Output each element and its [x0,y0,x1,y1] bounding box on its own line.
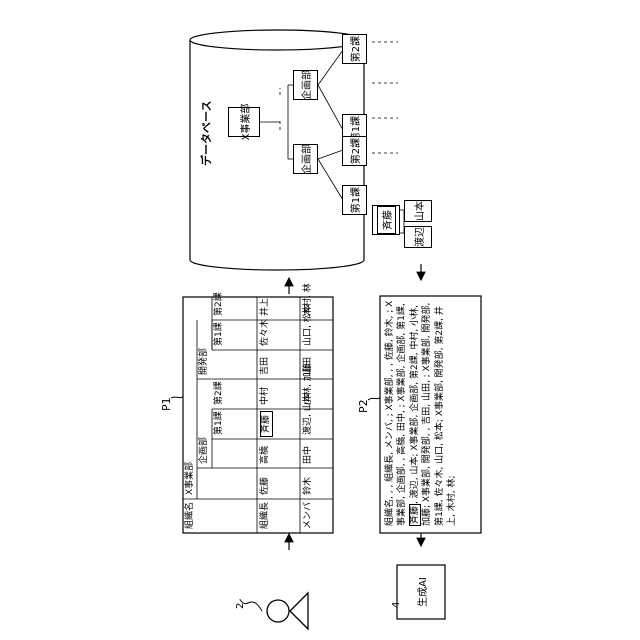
generative-ai-label: 生成AI [414,577,429,607]
table-row-name: 企画部 [200,437,209,464]
table-row-members: 木村, 林 [304,283,313,316]
table-row-name: 第1課 [215,411,224,435]
table-row-head: 吉田 [261,357,270,375]
db-node-root: X事業部 [228,107,260,137]
database-label: データベース [198,101,214,166]
db-node-head-group: 斉藤 [372,205,400,235]
table-row-head: 佐藤 [261,477,270,495]
db-node-member: 山本 [404,200,432,222]
db-node-section: 第2課 [342,34,367,64]
table-row-members: 田中 [304,446,313,464]
table-row-head: 佐々木 [261,319,270,346]
db-node-dept: 企画部 [293,70,318,100]
table-header-name: 組織名 [186,502,195,529]
p2-highlight: 斉藤 [409,504,421,526]
db-node-section: 第2課 [342,136,367,166]
table-row-name: 開発部 [200,348,209,375]
db-node-dept: 企画部 [293,144,318,174]
db-node-section: 第1課 [342,185,367,215]
table-header-head: 組織長 [261,502,270,529]
user-ref-label: 2 [236,603,246,609]
table-header-members: メンバ [304,502,313,529]
table-row-name: X事業部 [186,462,195,495]
table-row-members: 鈴木 [304,477,313,495]
user-body-icon [290,593,308,629]
table-row-members: 山田 [304,357,313,375]
user-head-icon [267,600,289,622]
p1-label: P1 [161,397,172,411]
p2-prompt-text: 組織名, , , 組織長, メンバ, ; X事業部, , , 佐藤, 鈴木, ;… [384,300,458,526]
database-cylinder [190,30,364,270]
table-row-head: 井上 [261,298,270,316]
generative-ai-box: 生成AI [397,565,445,619]
table-row-name: 第2課 [215,381,224,405]
table-row-head: 高橋 [261,446,270,464]
table-row-head-highlight: 斉藤 [260,411,273,437]
p2-prompt-box: 組織名, , , 組織長, メンバ, ; X事業部, , , 佐藤, 鈴木, ;… [380,296,481,533]
db-node-head: 斉藤 [377,206,396,234]
p2-label: P2 [358,399,369,413]
table-row-name: 第2課 [215,292,224,316]
db-node-member: 渡辺 [404,226,432,248]
table-row-head: 中村 [261,387,270,405]
table-row-name: 第1課 [215,322,224,346]
